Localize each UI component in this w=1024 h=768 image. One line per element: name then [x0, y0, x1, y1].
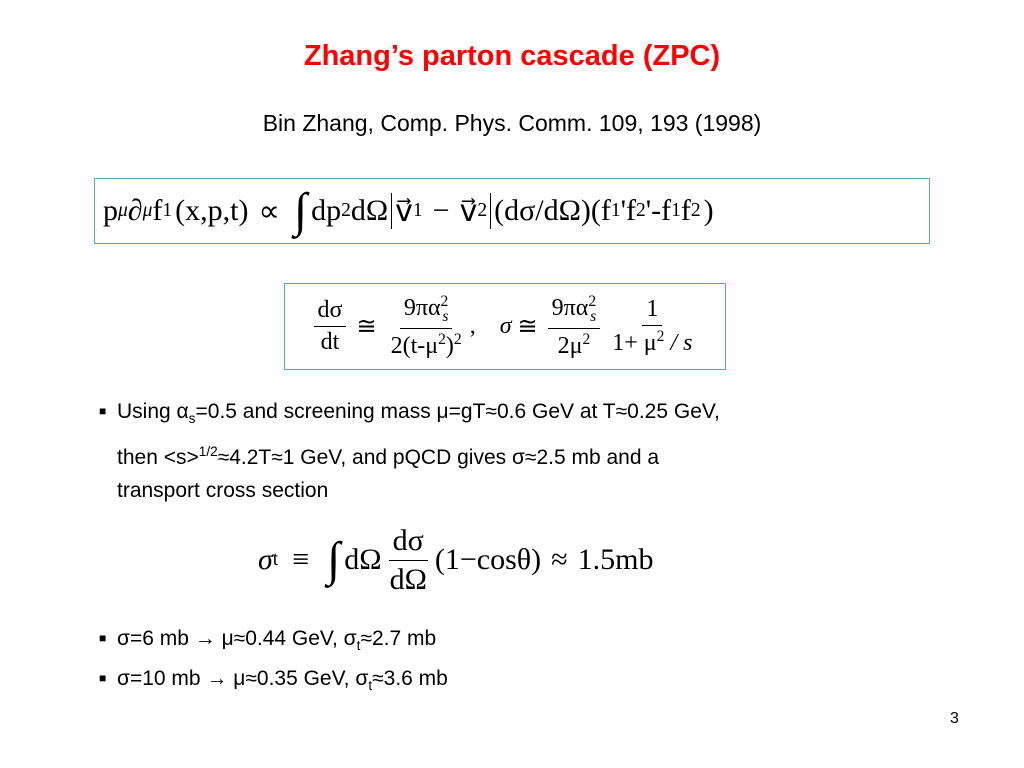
eq2-comma: ,	[469, 312, 476, 339]
slide-title: Zhang’s parton cascade (ZPC)	[303, 40, 721, 72]
eq1-gl-end: f	[680, 194, 691, 227]
eq3-frac-den: dΩ	[389, 562, 427, 596]
eq2-rhs1-frac: 9πα2s 2(t-μ2)2	[387, 293, 466, 360]
eq2-lhs-frac: dσ dt	[313, 297, 347, 356]
eq2-lhs-den: dt	[320, 328, 340, 355]
bullet1-line2: then <s>1/2≈4.2T≈1 GeV, and pQCD gives σ…	[117, 444, 660, 470]
eq1-gl-4: 2	[690, 200, 701, 221]
eq1-sub2: 2	[341, 200, 351, 221]
cross-section-equation-box: dσ dt ≅ 9πα2s 2(t-μ2)2 , σ ≅ 9πα2s 2μ2 1…	[284, 283, 726, 370]
eq1-propto: ∝	[258, 194, 280, 228]
eq1-gl-1: 1	[610, 200, 621, 221]
eq1-partial: ∂	[127, 194, 143, 227]
cross-section-equation: dσ dt ≅ 9πα2s 2(t-μ2)2 , σ ≅ 9πα2s 2μ2 1…	[310, 293, 701, 360]
bullet1-line3: transport cross section	[117, 479, 329, 503]
eq3-paren: (1−cosθ)	[434, 543, 542, 576]
eq3-integral: ∫	[327, 533, 341, 586]
eq3-domega: dΩ	[344, 543, 382, 576]
eq1-v2: v⃗	[459, 194, 478, 228]
bullet-item-6mb: ■ σ=6 mb → μ≈0.44 GeV, σt≈2.7 mb	[99, 622, 949, 662]
eq1-v2-sub: 2	[477, 200, 488, 221]
eq3-value: 1.5mb	[577, 543, 654, 576]
eq1-v1-sub: 1	[412, 200, 423, 221]
eq2-rhs1-den: 2(t-μ2)2	[390, 330, 462, 359]
eq3-frac: dσ dΩ	[386, 524, 431, 597]
bullet-item-screening: ■ Using αs=0.5 and screening mass μ=gT≈0…	[99, 395, 949, 507]
eq1-domega: dΩ	[350, 194, 389, 227]
eq2-approx: ≅	[356, 313, 377, 340]
eq1-sub1: 1	[162, 200, 173, 221]
eq1-f: f	[152, 194, 163, 227]
bullet-item-10mb: ■ σ=10 mb → μ≈0.35 GeV, σt≈3.6 mb	[99, 662, 949, 702]
eq1-gl-2: 2	[636, 200, 646, 221]
eq1-mu-sup: μ	[118, 200, 128, 221]
eq2-rhs1-num: 9πα2s	[399, 293, 453, 329]
eq1-abs-right	[490, 193, 492, 229]
eq1-mu-sub: μ	[142, 200, 153, 221]
eq3-sub-t: t	[272, 549, 279, 570]
eq2-approx2: ≅	[517, 313, 538, 340]
eq2-sigma: σ	[499, 312, 512, 339]
eq1-gain-open: (f	[590, 194, 611, 227]
bullet-square-icon: ■	[99, 631, 107, 645]
eq1-gl-3: 1	[671, 200, 681, 221]
bullet-square-icon: ■	[99, 404, 107, 418]
eq1-dp: dp	[311, 194, 342, 227]
eq2-rhs3-frac: 1 1+ μ2 / s	[608, 296, 696, 357]
page-number: 3	[950, 710, 959, 727]
eq1-gl-mid2: '-f	[645, 194, 672, 227]
eq1-p: p	[103, 194, 118, 227]
eq1-integral: ∫	[293, 184, 308, 237]
eq2-rhs2-den: 2μ2	[557, 330, 591, 359]
eq1-args: (x,p,t)	[175, 194, 249, 227]
eq3-approx: ≈	[551, 543, 568, 576]
eq2-rhs3-num: 1	[642, 296, 663, 326]
eq3-equiv: ≡	[292, 543, 310, 576]
bullet1-line1: Using αs=0.5 and screening mass μ=gT≈0.6…	[117, 400, 720, 427]
bullet-list-2: ■ σ=6 mb → μ≈0.44 GeV, σt≈2.7 mb ■ σ=10 …	[99, 622, 949, 702]
eq1-cross-section: (dσ/dΩ)	[494, 194, 591, 227]
eq1-v1: v⃗	[395, 194, 413, 228]
eq1-minus: −	[432, 194, 450, 227]
eq2-rhs3-den: 1+ μ2 / s	[612, 327, 693, 356]
eq1-gl-mid: 'f	[620, 194, 637, 227]
eq1-close: )	[703, 194, 714, 227]
eq1-abs-left	[391, 193, 393, 229]
eq2-rhs2-frac: 9πα2s 2μ2	[547, 293, 601, 360]
eq2-lhs-num: dσ	[313, 297, 347, 327]
slide-subtitle: Bin Zhang, Comp. Phys. Comm. 109, 193 (1…	[262, 110, 762, 136]
bullet-square-icon: ■	[99, 671, 107, 686]
eq2-rhs2-num: 9πα2s	[547, 293, 601, 329]
eq3-frac-num: dσ	[388, 524, 428, 561]
eq3-sigma: σ	[258, 543, 273, 576]
bullet-list-1: ■ Using αs=0.5 and screening mass μ=gT≈0…	[99, 395, 949, 507]
